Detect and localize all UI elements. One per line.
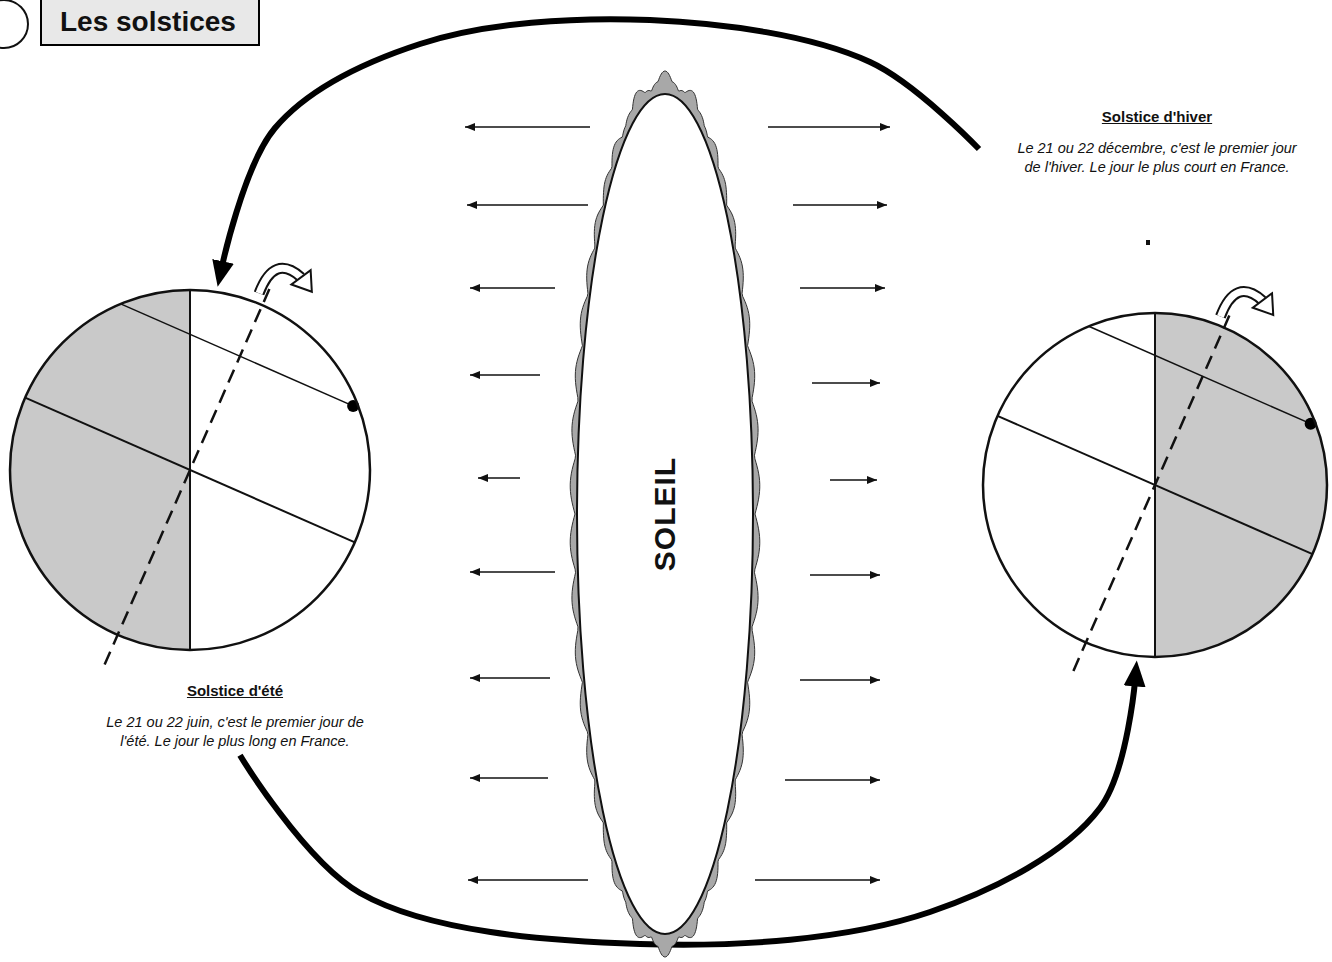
caption: Solstice d'été Le 21 ou 22 juin, c'est le…	[100, 682, 370, 751]
sun-ray-arrow	[470, 287, 555, 289]
equator-line	[25, 398, 355, 543]
sun-disc	[577, 94, 753, 934]
sun-flames	[570, 71, 760, 957]
night-side	[1155, 313, 1327, 657]
rotation-arrow-head	[1253, 293, 1273, 315]
earth-globe: Solstice d'hiver Le 21 ou 22 décembre, c'…	[979, 104, 1331, 661]
sun-ray-arrow	[812, 382, 880, 384]
caption-heading: Solstice d'hiver	[1012, 108, 1302, 125]
sun-ray-arrow	[800, 287, 885, 289]
sun-ray-arrow	[467, 204, 588, 206]
earth-axis	[105, 285, 271, 664]
earth-axis	[1073, 309, 1232, 671]
sun-ray-arrow	[810, 574, 880, 576]
sun-ray-arrow	[830, 479, 877, 481]
sun-ray-arrow	[800, 679, 880, 681]
sun-ray-arrow	[793, 204, 887, 206]
caption-text: Le 21 ou 22 juin, c'est le premier jour …	[100, 713, 370, 751]
earth-globe: Solstice d'été Le 21 ou 22 juin, c'est le…	[6, 286, 374, 755]
earth-outline	[10, 290, 370, 650]
sun-ray-arrow	[468, 879, 588, 881]
sun-ray-arrow	[470, 374, 540, 376]
caption-heading: Solstice d'été	[100, 682, 370, 699]
title-box: Les solstices	[40, 0, 260, 46]
night-side	[10, 290, 190, 650]
sun-ray-arrow	[785, 779, 880, 781]
caption: Solstice d'hiver Le 21 ou 22 décembre, c'…	[1012, 108, 1302, 177]
sun-ray-arrow	[470, 571, 555, 573]
number-circle	[0, 0, 28, 48]
sun-shape: SOLEIL	[565, 80, 765, 948]
sun-ray-arrow	[470, 677, 550, 679]
caption-text: Le 21 ou 22 décembre, c'est le premier j…	[1012, 139, 1302, 177]
sun-ray-arrow	[755, 879, 880, 881]
rotation-arrow-head	[291, 270, 311, 292]
sun-ray-arrow	[470, 777, 548, 779]
sun-ray-arrow	[465, 126, 590, 128]
stray-dot	[1146, 240, 1150, 245]
sun-ray-arrow	[478, 477, 520, 479]
sun-label: SOLEIL	[648, 457, 682, 571]
earth-drawing	[979, 104, 1331, 661]
earth-disc	[10, 290, 370, 650]
sun-ray-arrow	[768, 126, 890, 128]
